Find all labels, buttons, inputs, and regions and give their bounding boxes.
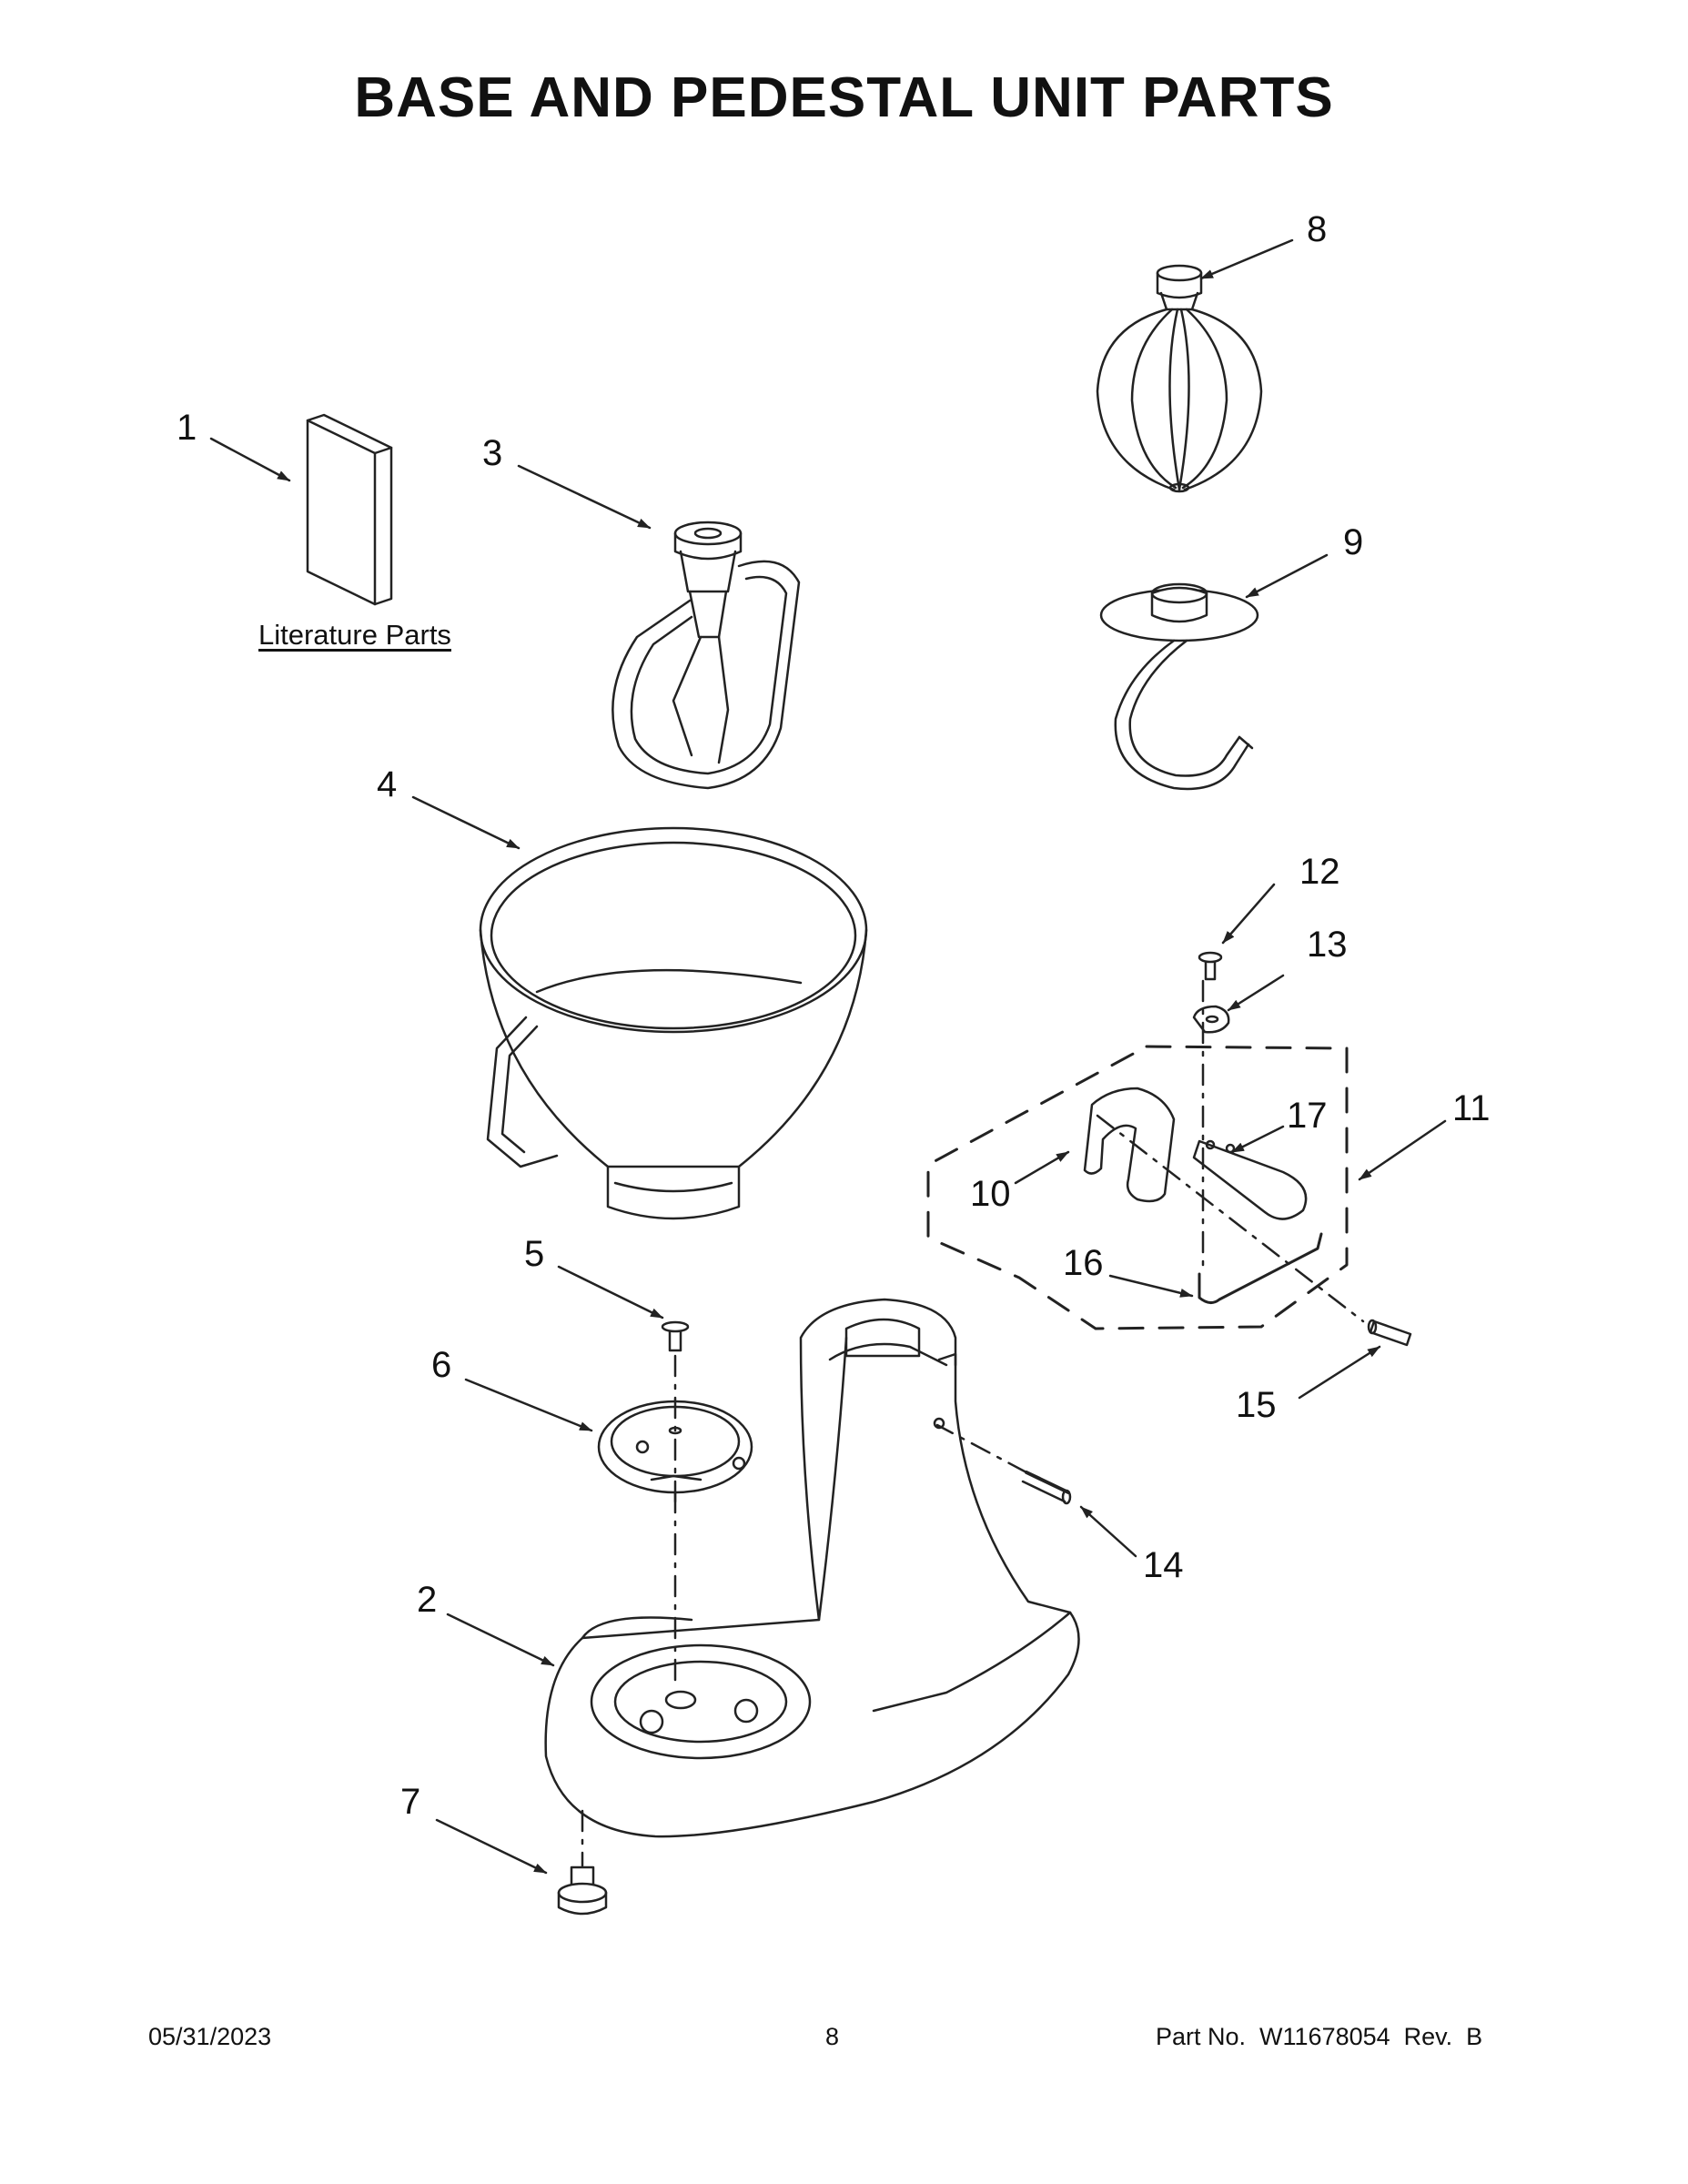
callout-3: 3 xyxy=(482,433,503,473)
footer-page-number: 8 xyxy=(825,2023,840,2050)
lock-screw xyxy=(1198,951,1223,981)
wire-whip xyxy=(1096,264,1263,493)
dough-hook xyxy=(1099,582,1259,791)
callout-11: 11 xyxy=(1452,1088,1491,1128)
callout-6: 6 xyxy=(431,1345,452,1385)
rubber-foot xyxy=(557,1866,608,1916)
hinge-pin xyxy=(1021,1471,1072,1505)
callout-2: 2 xyxy=(417,1580,438,1620)
callout-4: 4 xyxy=(377,764,398,804)
callout-8: 8 xyxy=(1307,209,1328,249)
literature-parts-label: Literature Parts xyxy=(258,619,451,651)
callout-14: 14 xyxy=(1143,1545,1184,1585)
callout-1: 1 xyxy=(177,408,197,448)
mixing-bowl xyxy=(479,826,868,1220)
literature-booklet xyxy=(306,413,393,606)
callout-16: 16 xyxy=(1063,1243,1104,1283)
lock-lever-assembly xyxy=(1083,1087,1323,1304)
callout-17: 17 xyxy=(1287,1096,1328,1136)
page-title: BASE AND PEDESTAL UNIT PARTS xyxy=(354,66,1334,129)
assembly-axis-lines xyxy=(581,979,1365,1867)
bowl-clamp-screw xyxy=(661,1320,690,1352)
callout-13: 13 xyxy=(1307,925,1348,965)
pivot-pin xyxy=(1367,1319,1412,1347)
callout-12: 12 xyxy=(1299,852,1340,892)
sub-assembly-boundary xyxy=(926,1045,1349,1330)
callout-10: 10 xyxy=(970,1174,1011,1214)
footer-part-number: Part No. W11678054 Rev. B xyxy=(1156,2023,1483,2050)
footer-date: 05/31/2023 xyxy=(148,2023,272,2050)
callout-15: 15 xyxy=(1236,1385,1277,1425)
callout-9: 9 xyxy=(1343,522,1364,562)
callout-leaders xyxy=(209,238,1447,1875)
washer xyxy=(1192,1005,1230,1034)
flat-beater xyxy=(612,521,801,790)
callout-5: 5 xyxy=(524,1234,545,1274)
pedestal-base xyxy=(544,1298,1080,1838)
callout-7: 7 xyxy=(400,1782,421,1822)
